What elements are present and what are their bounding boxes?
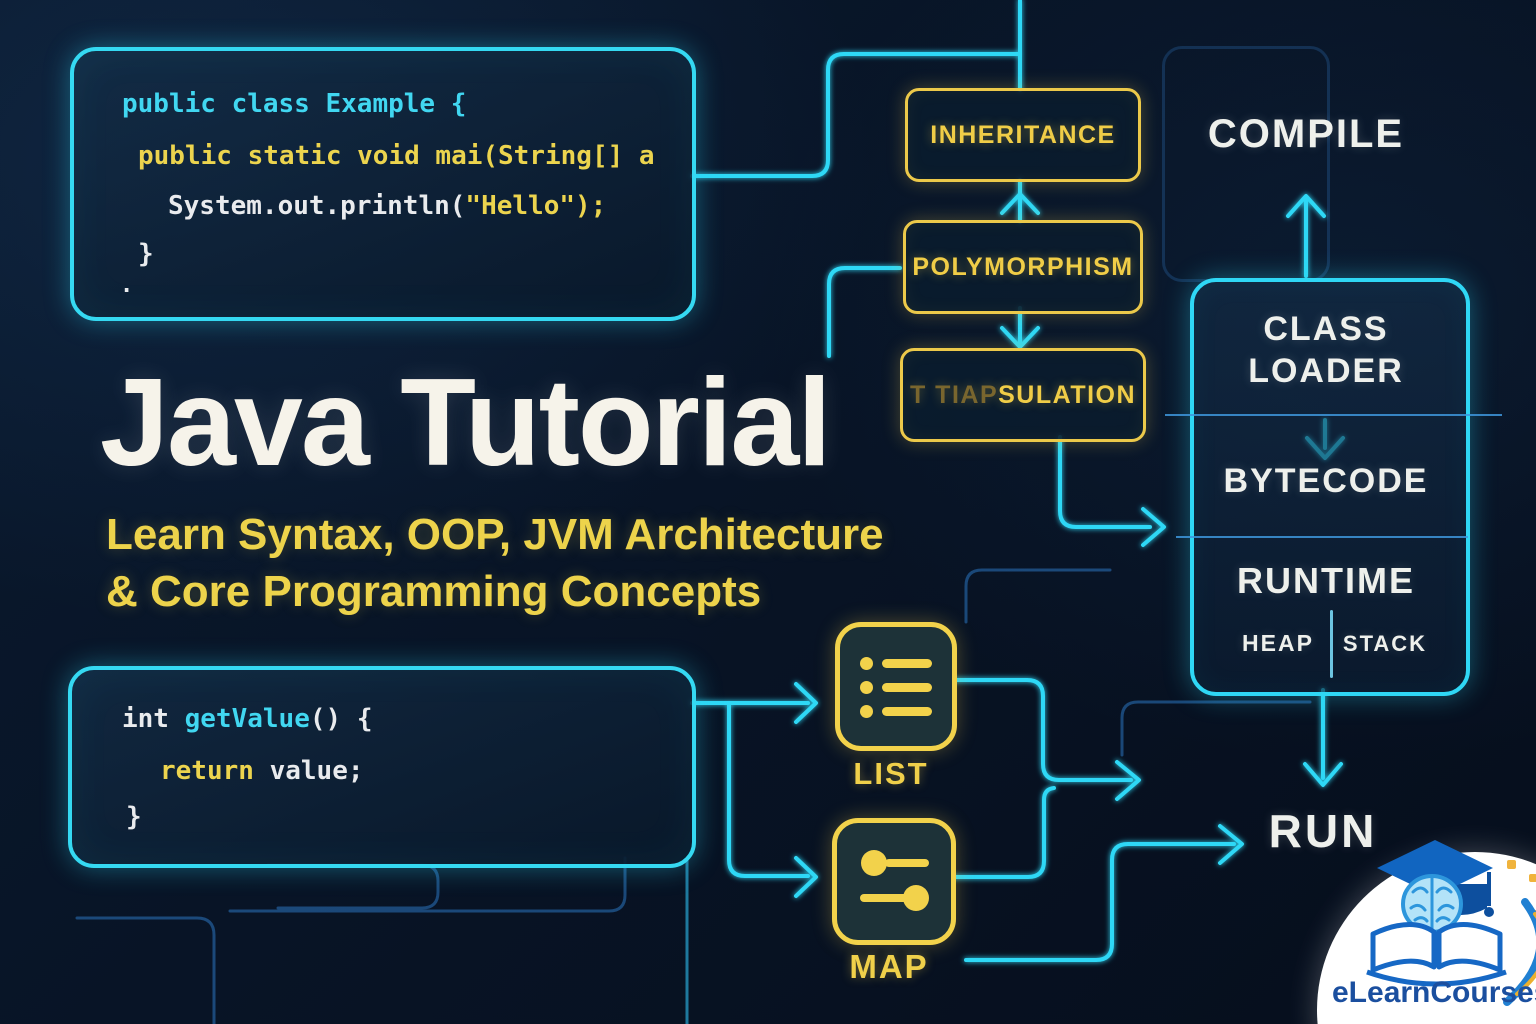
subtitle-line-2: & Core Programming Concepts [106,567,762,616]
arrow-right-classloader [1141,507,1166,547]
jvm-divider-2 [1176,536,1468,538]
wire-left-into-polymorphism [827,266,902,358]
wire-feeder-to-run [964,842,1236,962]
subtitle-line-1: Learn Syntax, OOP, JVM Architecture [106,510,884,559]
encapsulation-label-dim: T TIAP [909,380,999,409]
code-line: public class Example { [122,89,467,119]
map-label: MAP [849,948,929,985]
wire-codebox-to-main [690,52,1020,178]
code-snippet-top: public class Example { public static voi… [70,47,696,321]
page-title: Java Tutorial [100,354,832,492]
arrow-down-encapsulation [1000,326,1040,349]
polymorphism-box: POLYMORPHISM [903,220,1143,314]
polymorphism-label: POLYMORPHISM [912,252,1134,281]
run-label: RUN [1268,805,1378,857]
logo-badge [1317,840,1536,1024]
wire-into-map [727,701,810,878]
swoosh-icon [1503,898,1536,1006]
arrow-right-list-out [1115,760,1141,801]
runtime-label: RUNTIME [1237,560,1415,601]
arrow-down-run [1303,762,1343,787]
ghost-trace-small-rect [266,863,440,910]
jvm-divider-1 [1165,414,1502,416]
code-line: System.out.println("Hello"); [168,191,607,221]
compile-label: COMPILE [1207,112,1405,156]
code-line: public static void mai(String[] a [138,141,655,171]
code-line: int getValue() { [122,704,373,734]
ghost-trace-bottom-left-corner [75,916,216,1024]
code-trailing-dot: . [120,273,134,298]
arrow-up-compile [1286,194,1326,218]
list-box [835,622,957,751]
wire-encap-to-classloader [1058,435,1152,529]
code-line: return value; [160,756,364,786]
inheritance-box: INHERITANCE [905,88,1141,182]
ghost-trace-mid-right [964,568,1112,624]
heap-stack-divider [1330,610,1333,678]
logo-art [1366,840,1536,1006]
stack-label: STACK [1342,631,1428,656]
class-loader-label: CLASS LOADER [1248,310,1404,390]
heap-label: HEAP [1242,630,1314,656]
arrow-right-map [794,856,818,898]
map-box [832,818,956,945]
encapsulation-label: SULATION [998,380,1137,409]
ghost-trace-below-runtime [1120,700,1312,757]
page-subtitle: Learn Syntax, OOP, JVM Architecture & Co… [106,506,1026,620]
wire-map-out [946,786,1056,879]
arrow-right-list [794,682,818,724]
arrow-right-run [1218,824,1244,865]
arrow-up-inheritance [1000,192,1040,215]
bytecode-label: BYTECODE [1223,462,1429,500]
code-snippet-bottom: int getValue() { return value; } [68,666,696,868]
open-book-icon [1366,921,1507,987]
inheritance-label: INHERITANCE [930,120,1116,149]
logo-brand-text: eLearnCourses [1332,976,1536,1009]
wire-list-out [946,678,1133,782]
code-line: } [126,802,142,832]
list-label: LIST [853,756,929,791]
code-line: } [138,239,154,269]
ghost-trace-under-codebox [228,856,627,913]
